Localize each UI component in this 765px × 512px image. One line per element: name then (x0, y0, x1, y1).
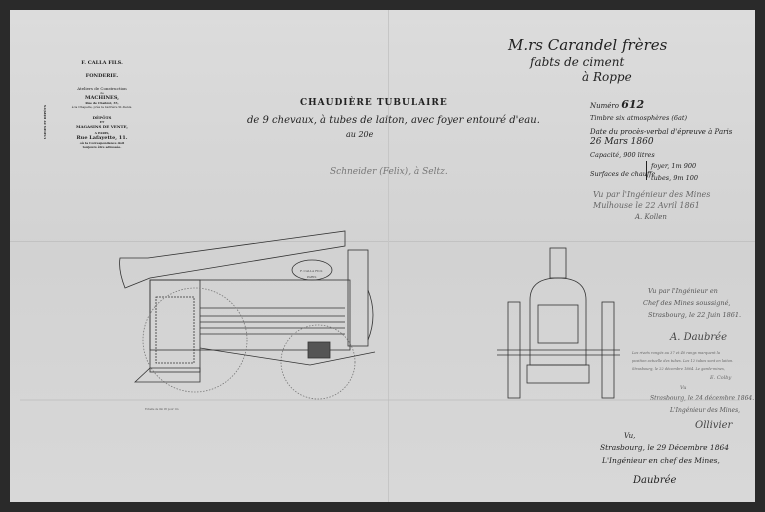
endorsement-1-line-2: Mulhouse le 22 Avril 1861 (593, 201, 700, 210)
front-elevation (497, 247, 620, 399)
boiler-drawing (20, 230, 740, 401)
test-date-label: Date du procès-verbal d'épreuve à Paris (590, 128, 733, 136)
heating-label: Surfaces de chauffe (590, 170, 656, 178)
letterhead-de: de (100, 91, 104, 95)
shops: MAGASINS DE VENTE, (76, 124, 128, 129)
endorsement-1-line-1: Vu par l'Ingénieur des Mines (593, 190, 711, 199)
correspondence-1: où la Correspondance doit (79, 141, 125, 145)
rear-wheel (142, 287, 248, 393)
endorsement-2-line-3: Strasbourg, le 22 Juin 1861. (648, 311, 742, 319)
firebox (149, 279, 201, 373)
company-name: F. CALLA FILS. (81, 60, 123, 66)
fold-line-vertical (388, 10, 389, 502)
address-line-1: Rue de Chabrol, 35, (85, 101, 119, 105)
test-date: 26 Mars 1860 (590, 137, 654, 147)
stamp: Timbre six atmosphères (6at) (590, 114, 688, 122)
endorsement-3-line-1: Les rivets rongés au 37 et 40 rangs marq… (632, 351, 720, 355)
maker-plate (291, 259, 333, 281)
owner: Schneider (Felix), à Seltz. (330, 167, 448, 177)
front-chimney (549, 247, 567, 279)
firebox-tubeplate (155, 296, 195, 364)
maker-plate-city: PARIS (307, 275, 317, 279)
city: A PARIS, (94, 131, 110, 135)
addressee-line-3: à Roppe (582, 70, 632, 84)
drawing-sheet: F. CALLA FILS. FONDERIE. Ateliers de Con… (10, 10, 755, 502)
fold-line-horizontal (10, 241, 755, 242)
endorsement-5-signature: Daubrée (633, 475, 677, 486)
letterhead-et: ET (99, 120, 105, 124)
scale-note: Echelle de 0m 05 pour 1m (145, 408, 179, 411)
ash-pan (133, 367, 201, 383)
endorsement-4-line-3: L'Ingénieur des Mines, (670, 407, 741, 414)
endorsement-2-line-1: Vu par l'Ingénieur en (648, 287, 718, 295)
brace (646, 161, 647, 180)
maker-plate-name: F. CALLA FILS (300, 269, 323, 273)
chimney-pipe (119, 230, 346, 289)
scale: au 20e (346, 130, 374, 139)
endorsement-3-signature: E. Colby (710, 375, 732, 381)
endorsement-2-signature: A. Daubrée (670, 332, 728, 343)
endorsement-3-line-2: position actuelle des tubes. Les 12 tube… (632, 359, 734, 363)
subtitle: de 9 chevaux, à tubes de laiton, avec fo… (247, 115, 540, 126)
addressee-line-1: M.rs Carandel frères (508, 36, 668, 54)
title: CHAUDIÈRE TUBULAIRE (300, 98, 448, 108)
front-axle-bracket (307, 341, 331, 359)
endorsement-1-signature: A. Kollen (635, 213, 667, 221)
number-label: Numéro 612 (590, 98, 644, 111)
workshops: Ateliers de Construction (77, 86, 127, 91)
endorsement-5-line-2: Strasbourg, le 29 Décembre 1864 (600, 443, 730, 452)
endorsement-4-line-1: Vu (680, 385, 687, 391)
correspondence-2: toujours être adressée. (82, 145, 122, 149)
depots: DÉPÔTS (92, 115, 112, 120)
front-base (526, 364, 590, 384)
front-shell (529, 277, 587, 366)
address-line-2: à la Chapelle, près la barrière St-Denis… (71, 105, 133, 109)
draw-bar (199, 347, 376, 366)
smokebox (347, 249, 369, 347)
endorsement-2-line-2: Chef des Mines soussigné, (643, 299, 731, 307)
endorsement-4-line-2: Strasbourg, le 24 décembre 1864. (650, 395, 755, 402)
number-label-text: Numéro (590, 102, 619, 110)
side-elevation (20, 230, 740, 401)
smokebox-door (367, 289, 374, 341)
front-wheel (280, 324, 356, 400)
front-tubeplate (537, 304, 579, 344)
endorsement-5-line-1: Vu, (624, 432, 636, 440)
tubes-surface: tubes, 9m 100 (651, 174, 699, 182)
endorsement-3-line-3: Strasbourg, le 22 décembre 1864. Le gard… (632, 367, 725, 371)
letterhead: F. CALLA FILS. FONDERIE. Ateliers de Con… (62, 60, 142, 149)
firebox-surface: foyer, 1m 900 (651, 162, 697, 170)
boiler-number: 612 (621, 98, 645, 111)
capacity: Capacité, 900 litres (590, 151, 655, 159)
street: Rue Lafayette, 11. (76, 135, 128, 141)
addressee-line-2: fabts de ciment (530, 55, 625, 69)
machines: MACHINES, (84, 95, 119, 101)
endorsement-4-signature: Ollivier (695, 420, 733, 431)
foundry: FONDERIE. (85, 73, 119, 79)
endorsement-5-line-3: L'Ingénieur en chef des Mines, (602, 456, 720, 465)
